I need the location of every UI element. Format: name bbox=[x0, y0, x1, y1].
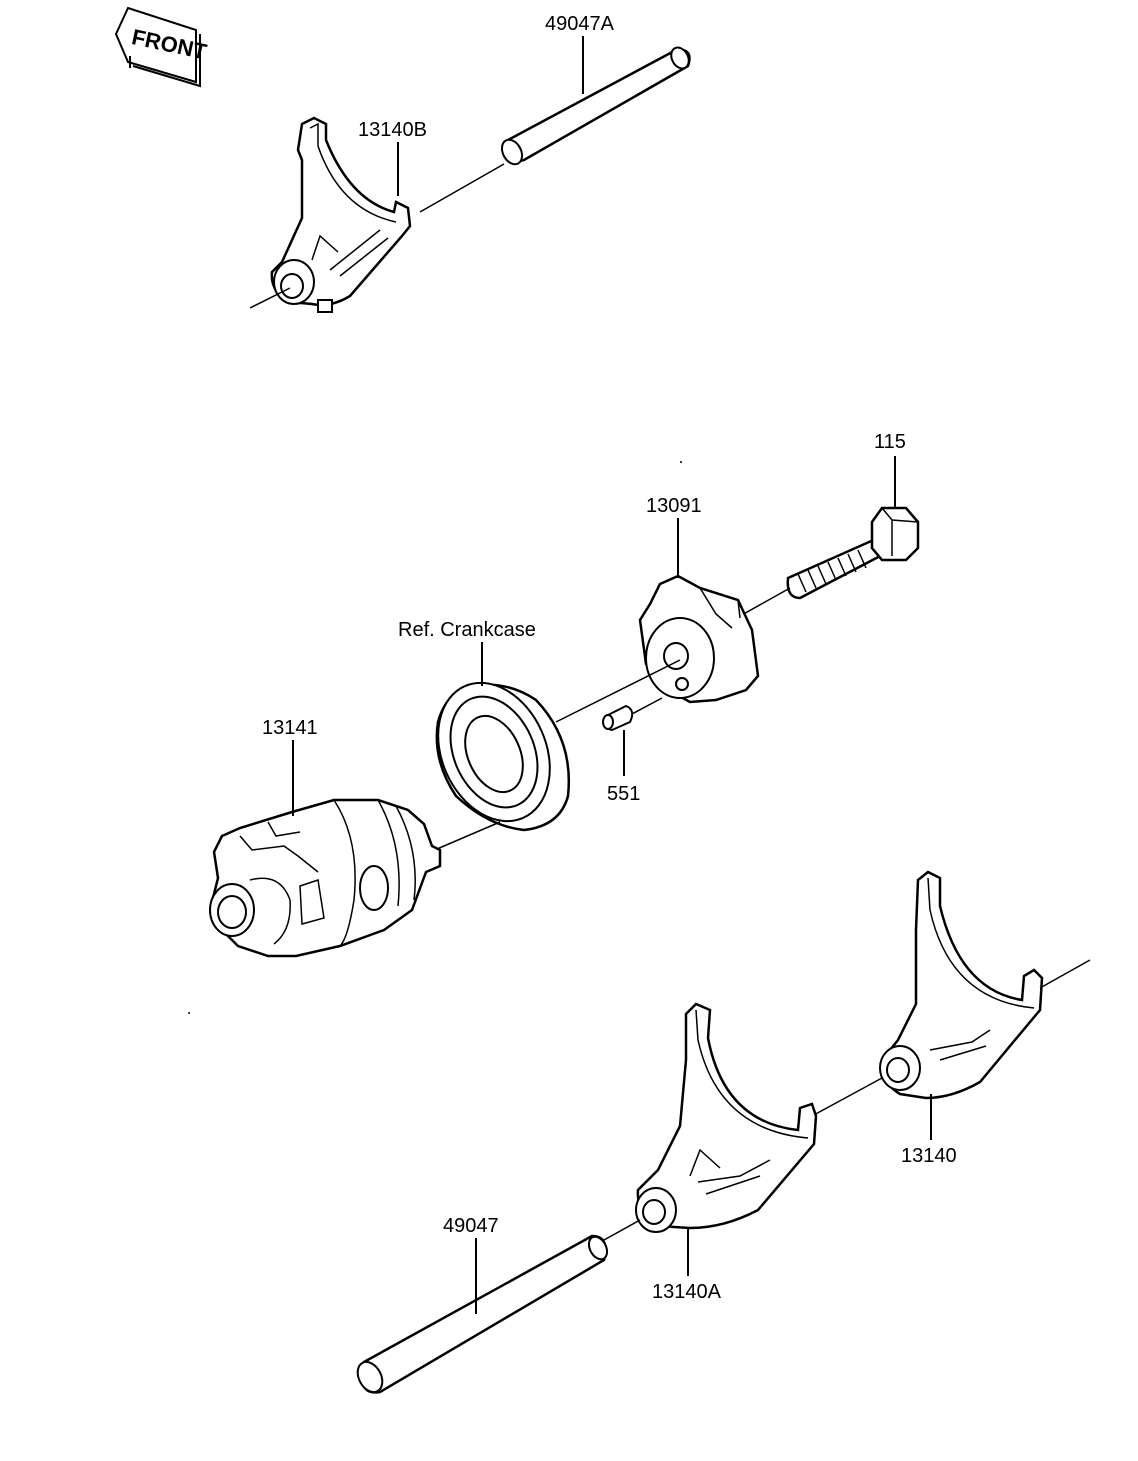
label-13091: 13091 bbox=[646, 495, 702, 517]
label-13140B: 13140B bbox=[358, 119, 427, 141]
front-label: FRONT bbox=[130, 24, 210, 64]
axis-line-pin bbox=[631, 697, 663, 715]
bolt-115 bbox=[786, 506, 920, 600]
pin-551 bbox=[602, 704, 634, 732]
label-ref-crankcase: Ref. Crankcase bbox=[398, 619, 536, 641]
axis-line-upper bbox=[419, 163, 505, 213]
scan-dot bbox=[188, 1012, 190, 1014]
label-13140A: 13140A bbox=[652, 1281, 722, 1303]
bearing-ref-crankcase bbox=[435, 681, 570, 832]
shift-fork-upper bbox=[270, 116, 412, 313]
axis-line-fork-link bbox=[811, 1077, 883, 1117]
shift-drum-13141 bbox=[209, 798, 442, 958]
label-49047: 49047 bbox=[443, 1215, 499, 1237]
axis-line-shaft-lower bbox=[603, 1219, 641, 1241]
label-13141: 13141 bbox=[262, 717, 318, 739]
axis-line-fork-right bbox=[1039, 959, 1091, 989]
drum-holder-13091 bbox=[638, 574, 760, 704]
shift-fork-13140A bbox=[635, 1002, 818, 1233]
label-551: 551 bbox=[607, 783, 640, 805]
axis-line-bolt bbox=[739, 587, 791, 617]
label-13140: 13140 bbox=[901, 1145, 957, 1167]
shift-fork-13140 bbox=[879, 870, 1044, 1100]
axis-line-fork-upper bbox=[249, 287, 291, 309]
label-49047A: 49047A bbox=[545, 13, 615, 35]
label-115: 115 bbox=[874, 431, 906, 453]
shift-shaft-lower bbox=[356, 1234, 609, 1394]
axis-line-bearing bbox=[429, 821, 501, 853]
shift-shaft-upper bbox=[500, 46, 691, 166]
scan-dot bbox=[680, 461, 682, 463]
axis-line-holder bbox=[555, 659, 681, 723]
front-direction-marker: FRONT bbox=[114, 6, 210, 88]
